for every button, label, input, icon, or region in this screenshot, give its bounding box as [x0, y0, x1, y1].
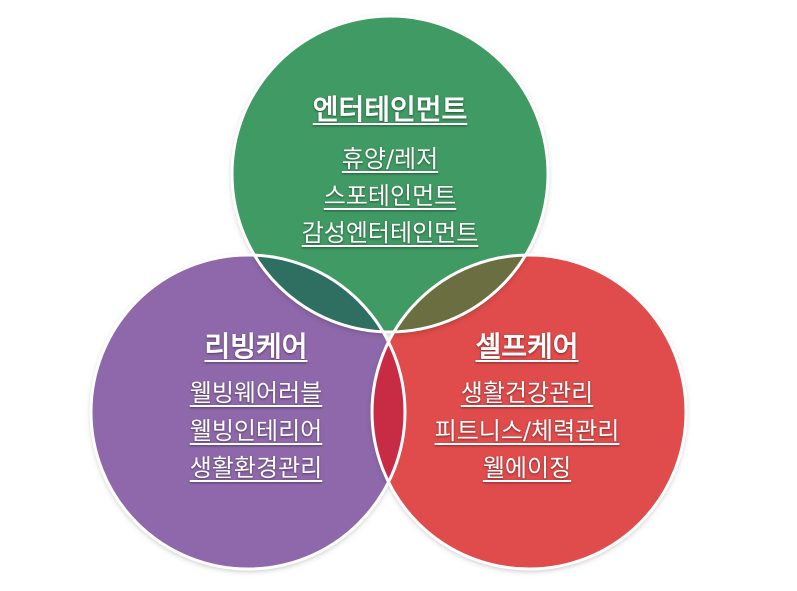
entertainment-title: 엔터테인먼트	[312, 93, 468, 126]
self-item-2: 피트니스/체력관리	[434, 417, 620, 445]
living-circle	[91, 255, 405, 569]
living-item-2: 웰빙인테리어	[189, 417, 323, 445]
entertainment-item-3: 감성엔터테인먼트	[301, 219, 479, 247]
living-circle-outline	[89, 253, 407, 571]
entertainment-circle	[232, 16, 548, 332]
self-circle	[372, 255, 686, 569]
living-item-3: 생활환경관리	[189, 454, 323, 482]
self-circle-outline	[370, 253, 688, 571]
self-item-3: 웰에이징	[482, 454, 572, 482]
entertainment-item-2: 스포테인먼트	[323, 182, 457, 210]
self-title: 셀프케어	[475, 330, 579, 363]
living-title: 리빙케어	[204, 330, 308, 363]
entertainment-circle-outline	[230, 14, 550, 334]
living-item-1: 웰빙웨어러블	[189, 379, 323, 407]
self-item-1: 생활건강관리	[460, 379, 594, 407]
entertainment-item-1: 휴양/레저	[341, 145, 439, 173]
